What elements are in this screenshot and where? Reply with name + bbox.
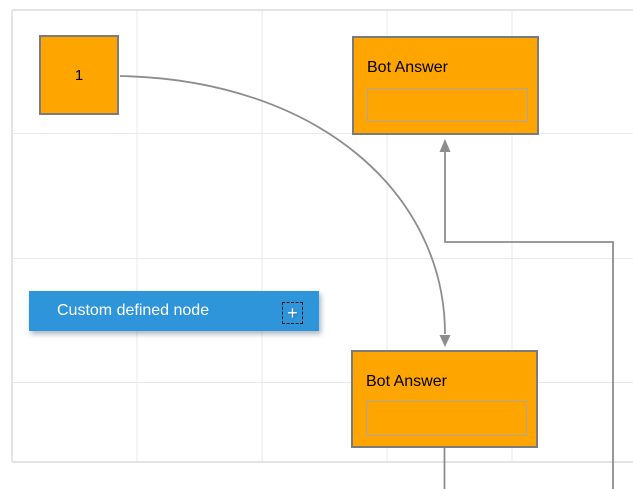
connector-curve[interactable]: [119, 75, 446, 335]
connectors: [119, 75, 614, 489]
node-custom-defined[interactable]: Custom defined node +: [29, 291, 319, 331]
node-bot-answer-bottom[interactable]: Bot Answer: [351, 350, 538, 448]
bot-answer-title: Bot Answer: [367, 59, 448, 76]
arrowhead-up-icon: [439, 139, 451, 152]
bot-answer-input[interactable]: [367, 88, 528, 122]
node-start-square[interactable]: 1: [39, 35, 119, 115]
node-bot-answer-top[interactable]: Bot Answer: [352, 36, 539, 135]
bot-answer-title: Bot Answer: [366, 373, 447, 390]
connector-elbow[interactable]: [444, 152, 614, 489]
add-port-button[interactable]: +: [282, 302, 303, 324]
bot-answer-input[interactable]: [366, 401, 527, 436]
node-start-label: 1: [74, 66, 84, 84]
custom-node-label: Custom defined node: [57, 302, 210, 319]
plus-icon: +: [287, 303, 298, 323]
arrowhead-down-icon: [439, 335, 451, 347]
